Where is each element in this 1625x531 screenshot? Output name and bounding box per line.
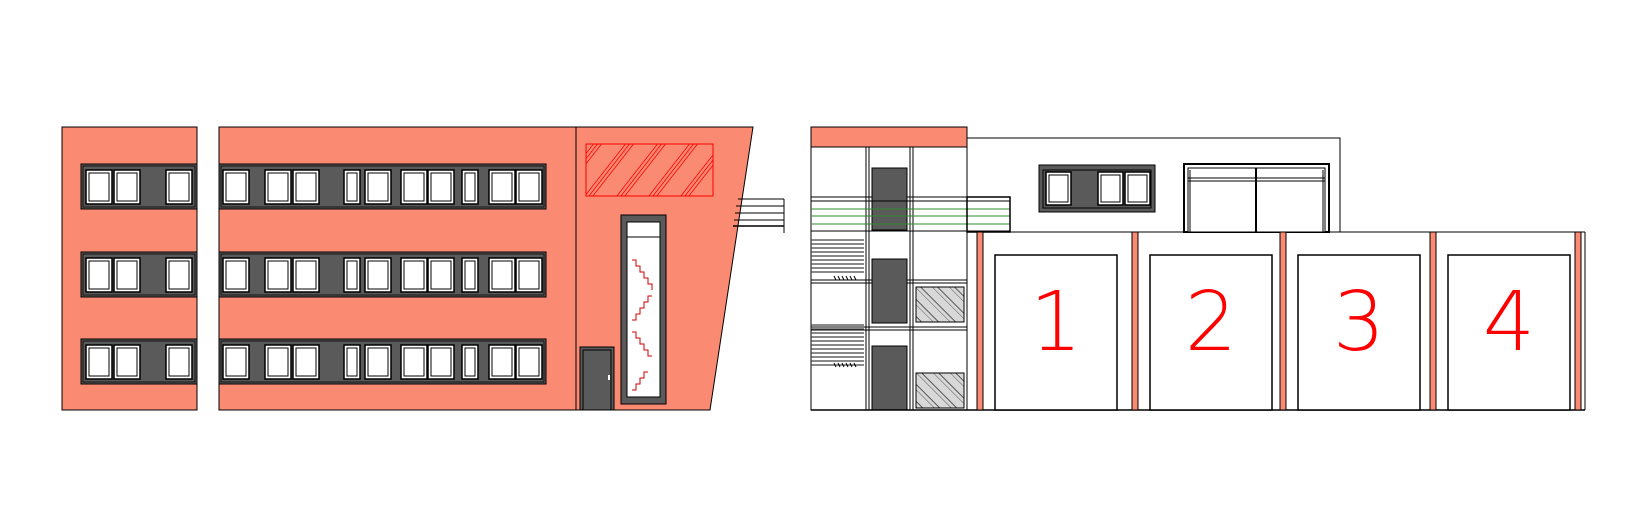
left-elevation xyxy=(61,126,785,411)
entrance-door xyxy=(579,346,615,411)
window-band-3 xyxy=(80,338,547,385)
garage-label: 3 xyxy=(1333,275,1385,370)
garage-label: 1 xyxy=(1030,275,1082,370)
stair-stripes xyxy=(811,239,864,368)
garage-label: 4 xyxy=(1483,275,1535,370)
hatch-panel xyxy=(585,143,714,197)
window-band-2 xyxy=(80,251,547,298)
garage-bay-1: 1 xyxy=(976,231,1118,411)
garage-bays: 1 2 3 4 xyxy=(811,231,1586,411)
balcony-railing xyxy=(733,198,785,233)
garage-bay-2: 2 xyxy=(1131,231,1273,411)
upper-block xyxy=(966,137,1341,233)
stair-tower xyxy=(810,126,1010,411)
window-bands xyxy=(80,163,547,385)
garage-bay-3: 3 xyxy=(1279,231,1421,411)
stair-window xyxy=(620,214,667,405)
garage-bay-4: 4 xyxy=(1429,231,1571,411)
right-elevation: 1 2 3 4 xyxy=(810,126,1586,411)
window-band-1 xyxy=(80,163,547,210)
garage-label: 2 xyxy=(1185,275,1237,370)
